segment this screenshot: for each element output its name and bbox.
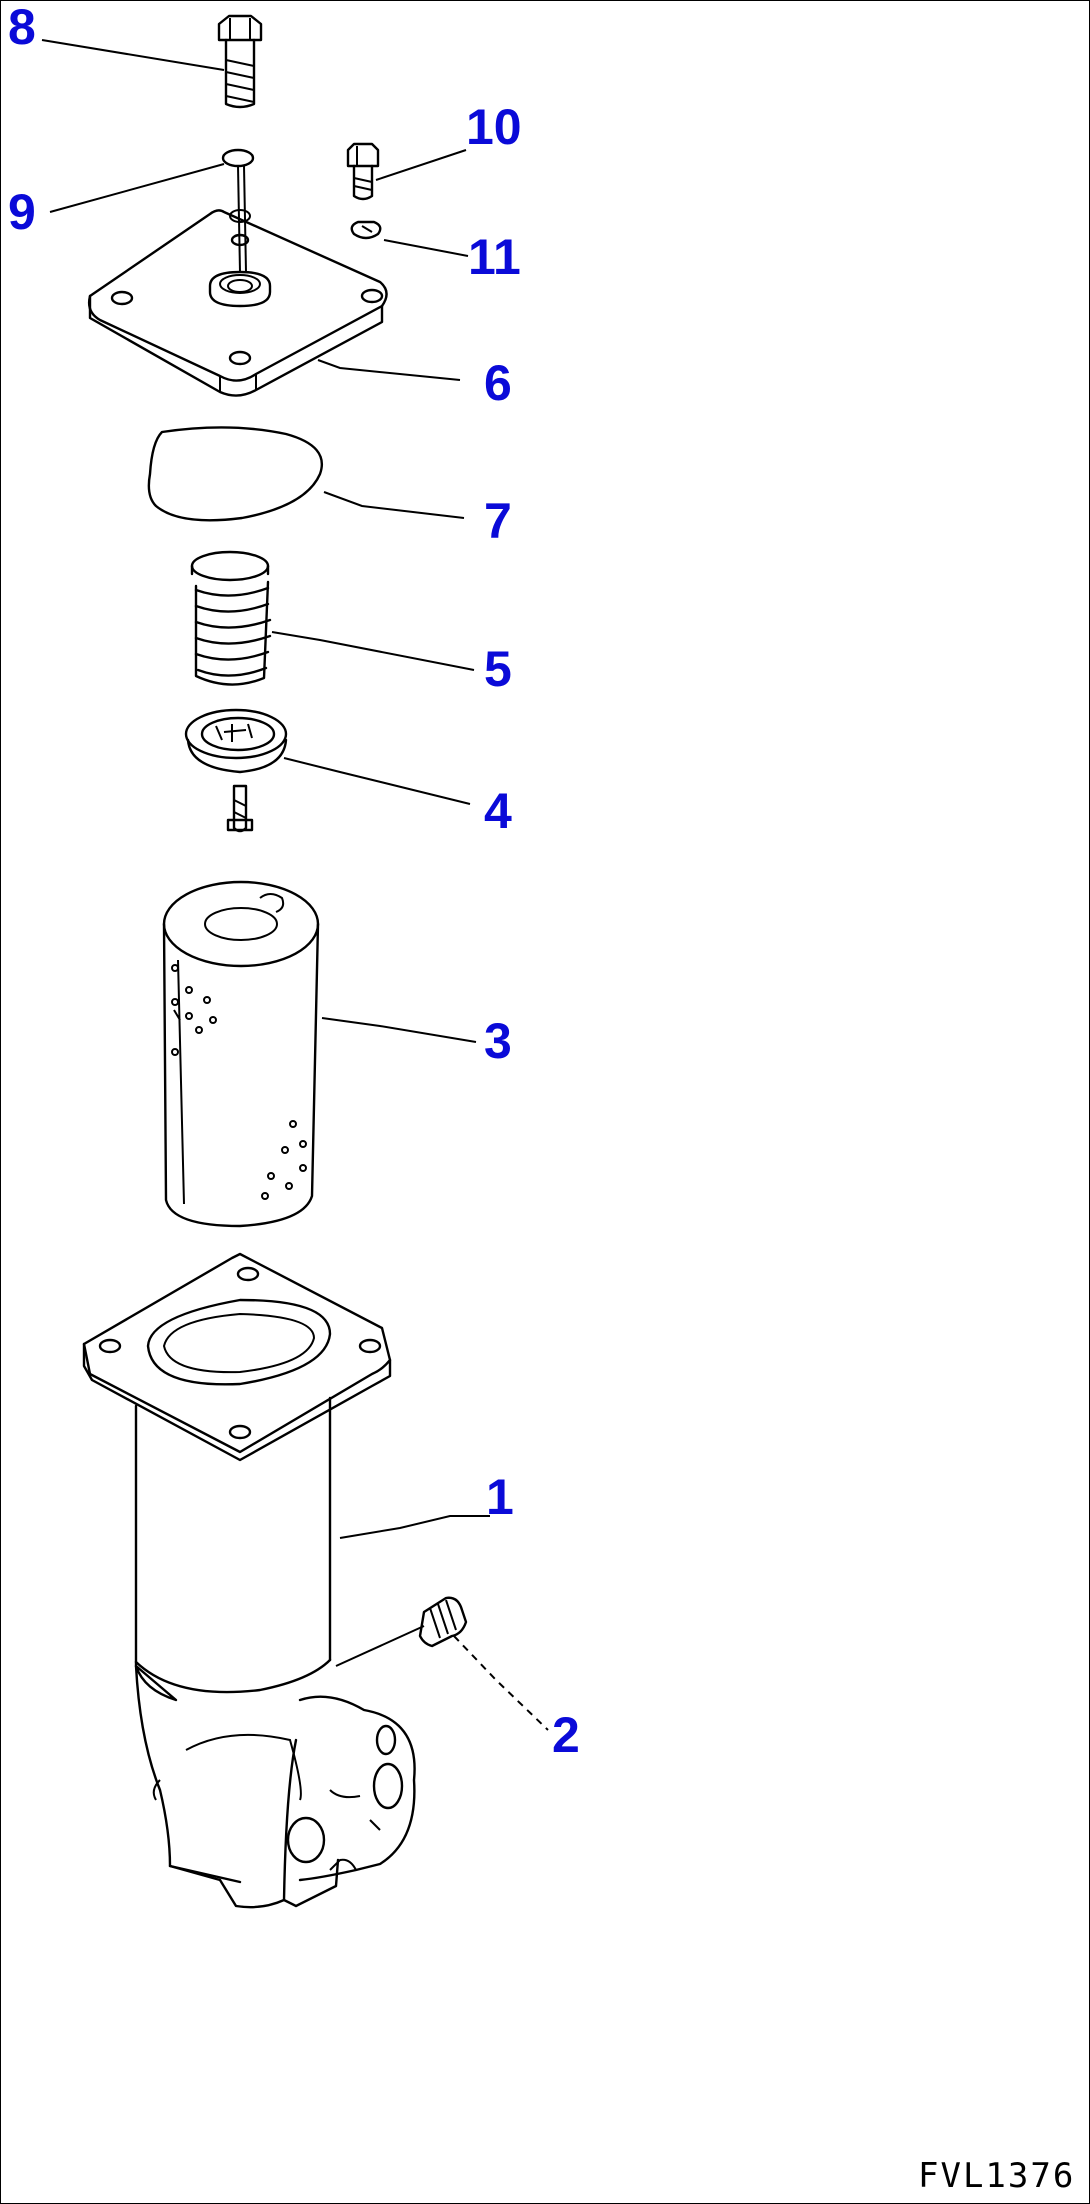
part-7-o-ring[interactable] bbox=[147, 426, 323, 522]
leader-7 bbox=[323, 491, 465, 519]
callout-7[interactable]: 7 bbox=[484, 493, 512, 549]
leader-3 bbox=[321, 1017, 477, 1043]
leader-11 bbox=[383, 239, 469, 257]
part-11-washer[interactable] bbox=[350, 220, 382, 240]
callout-9[interactable]: 9 bbox=[8, 184, 36, 240]
leader-1 bbox=[339, 1515, 490, 1539]
leader-8 bbox=[41, 39, 225, 71]
part-6-cover[interactable] bbox=[87, 209, 388, 397]
callout-2[interactable]: 2 bbox=[552, 1707, 580, 1763]
callout-5[interactable]: 5 bbox=[484, 641, 512, 697]
callout-10[interactable]: 10 bbox=[466, 99, 522, 155]
part-8-bolt[interactable] bbox=[217, 14, 263, 109]
leader-10 bbox=[375, 149, 467, 181]
part-3-filter[interactable] bbox=[162, 880, 320, 1228]
callout-11[interactable]: 11 bbox=[468, 229, 521, 285]
callout-4[interactable]: 4 bbox=[484, 783, 512, 839]
leader-4 bbox=[283, 757, 471, 805]
callout-3[interactable]: 3 bbox=[484, 1013, 512, 1069]
leader-9 bbox=[49, 163, 225, 213]
callout-8[interactable]: 8 bbox=[8, 0, 36, 55]
part-1-filter-case[interactable] bbox=[82, 1252, 416, 1909]
part-5-spring[interactable] bbox=[190, 550, 272, 686]
drawing-code: FVL1376 bbox=[918, 2156, 1076, 2196]
callout-1[interactable]: 1 bbox=[486, 1469, 514, 1525]
callout-6[interactable]: 6 bbox=[484, 355, 512, 411]
part-2-plug[interactable] bbox=[335, 1596, 468, 1667]
part-10-bolt[interactable] bbox=[346, 142, 380, 201]
leader-2 bbox=[453, 1635, 549, 1731]
leader-5 bbox=[271, 631, 475, 671]
part-4-valve[interactable] bbox=[184, 708, 288, 833]
part-9-washer[interactable] bbox=[221, 148, 255, 273]
leader-6 bbox=[317, 359, 461, 381]
